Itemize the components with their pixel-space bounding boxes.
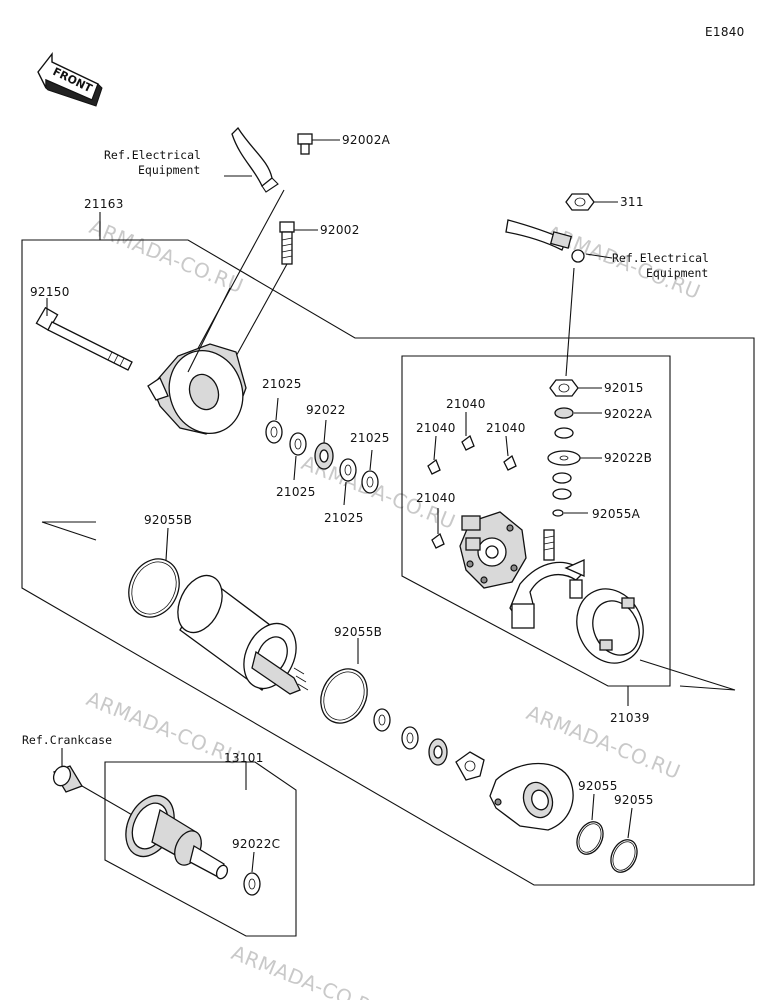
label-21025-a[interactable]: 21025 bbox=[262, 377, 302, 391]
brush-ring[interactable] bbox=[565, 578, 655, 674]
ref-electrical-cable-2 bbox=[505, 219, 613, 377]
label-92150[interactable]: 92150 bbox=[30, 285, 70, 299]
washers-21025-set[interactable] bbox=[265, 397, 379, 506]
label-ref-elec-1-line1[interactable]: Ref.Electrical bbox=[104, 148, 201, 162]
watermark-1: ARMADA-CO.RU bbox=[86, 214, 247, 298]
collar-ref-crankcase[interactable] bbox=[51, 748, 135, 817]
o-rings-92055[interactable] bbox=[572, 793, 642, 876]
bolt-92002[interactable] bbox=[223, 221, 318, 379]
label-92022[interactable]: 92022 bbox=[306, 403, 346, 417]
label-92015[interactable]: 92015 bbox=[604, 381, 644, 395]
label-92055A[interactable]: 92055A bbox=[592, 507, 641, 521]
nut-311[interactable] bbox=[565, 193, 618, 211]
label-21039[interactable]: 21039 bbox=[610, 711, 650, 725]
label-92022A[interactable]: 92022A bbox=[604, 407, 653, 421]
brush-plate-21039[interactable] bbox=[509, 529, 629, 706]
label-21040-a[interactable]: 21040 bbox=[446, 397, 486, 411]
bolt-92002A[interactable] bbox=[297, 133, 340, 155]
end-cover-21163[interactable] bbox=[147, 287, 254, 444]
label-92055-a[interactable]: 92055 bbox=[578, 779, 618, 793]
bolt-92150[interactable] bbox=[35, 298, 133, 371]
brush-holder[interactable] bbox=[459, 511, 527, 589]
label-92055B-b[interactable]: 92055B bbox=[334, 625, 382, 639]
front-cover[interactable] bbox=[489, 762, 574, 831]
label-21025-c[interactable]: 21025 bbox=[276, 485, 316, 499]
brush-springs-21040[interactable] bbox=[427, 412, 517, 549]
label-ref-elec-2-line1[interactable]: Ref.Electrical bbox=[612, 251, 709, 265]
label-92022C[interactable]: 92022C bbox=[232, 837, 280, 851]
label-92002A[interactable]: 92002A bbox=[342, 133, 391, 147]
o-ring-92055B-lower[interactable] bbox=[312, 638, 376, 731]
label-21040-c[interactable]: 21040 bbox=[486, 421, 526, 435]
label-92055-b[interactable]: 92055 bbox=[614, 793, 654, 807]
front-arrow-icon: FRONT bbox=[37, 51, 103, 107]
o-ring-92055B-upper[interactable] bbox=[120, 527, 189, 625]
label-21040-b[interactable]: 21040 bbox=[416, 421, 456, 435]
label-21025-d[interactable]: 21025 bbox=[324, 511, 364, 525]
watermark-4: ARMADA-CO.RU bbox=[83, 686, 244, 770]
label-92002[interactable]: 92002 bbox=[320, 223, 360, 237]
clutch-gear-13101[interactable] bbox=[117, 788, 230, 881]
motor-yoke[interactable] bbox=[169, 568, 309, 697]
washer-92022C[interactable] bbox=[243, 851, 261, 896]
watermark-6: ARMADA-CO.RU bbox=[228, 940, 389, 1000]
terminal-hardware-stack[interactable] bbox=[547, 379, 602, 517]
label-ref-elec-2-line2[interactable]: Equipment bbox=[646, 266, 708, 280]
label-21025-b[interactable]: 21025 bbox=[350, 431, 390, 445]
label-311[interactable]: 311 bbox=[620, 195, 644, 209]
assembly-outline bbox=[21, 239, 755, 937]
armature-shims[interactable] bbox=[373, 708, 485, 781]
diagram-code: E1840 bbox=[705, 25, 745, 39]
label-21040-d[interactable]: 21040 bbox=[416, 491, 456, 505]
label-ref-crankcase[interactable]: Ref.Crankcase bbox=[22, 733, 112, 747]
label-ref-elec-1-line2[interactable]: Equipment bbox=[138, 163, 200, 177]
label-92055B-a[interactable]: 92055B bbox=[144, 513, 192, 527]
part-labels: 92002A Ref.Electrical Equipment 21163 92… bbox=[22, 133, 709, 851]
label-21163[interactable]: 21163 bbox=[84, 197, 124, 211]
label-13101[interactable]: 13101 bbox=[224, 751, 264, 765]
label-92022B[interactable]: 92022B bbox=[604, 451, 652, 465]
